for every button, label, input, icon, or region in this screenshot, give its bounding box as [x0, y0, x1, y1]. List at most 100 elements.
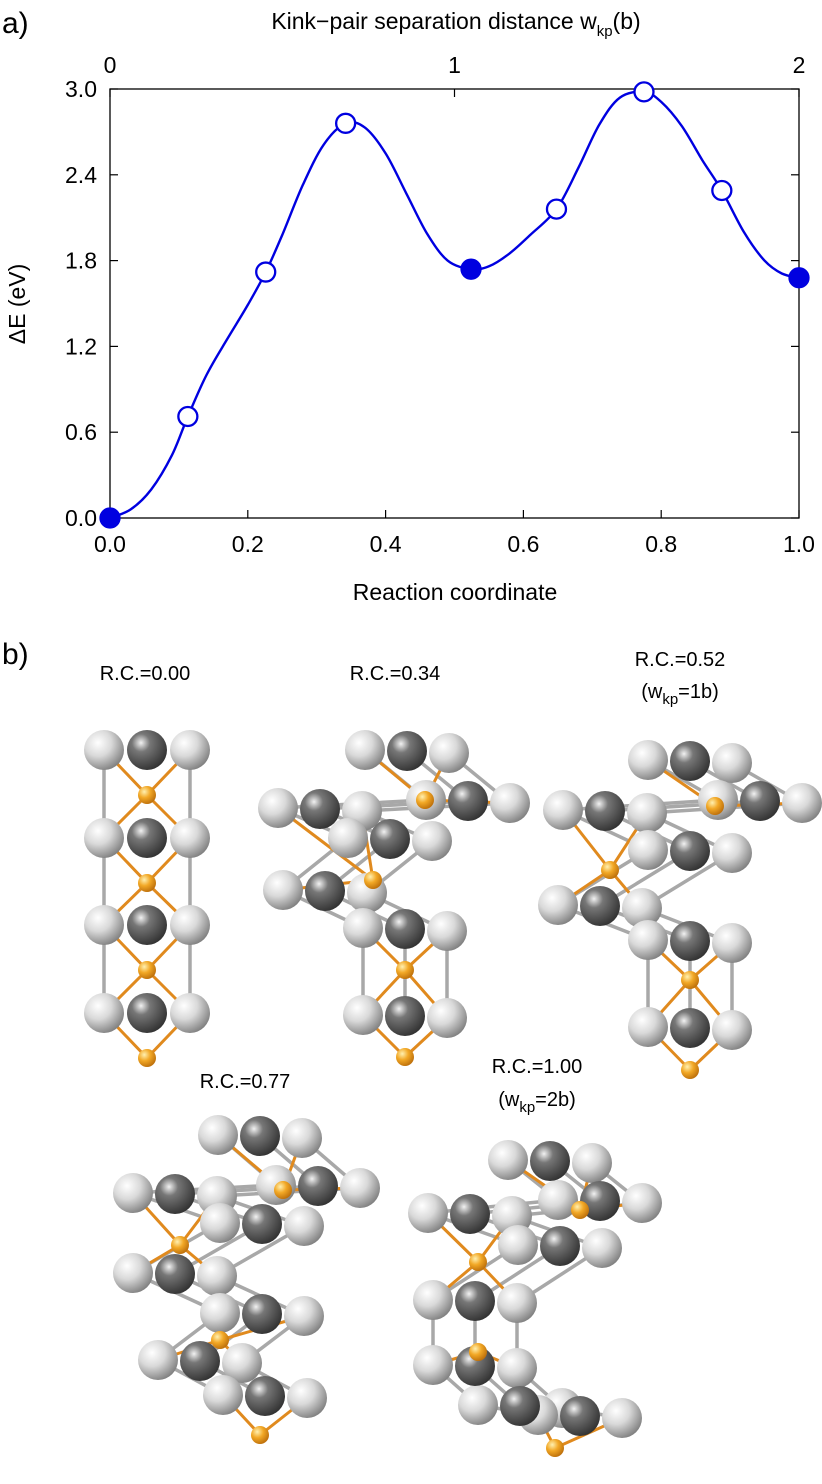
host-atom: [282, 1118, 322, 1158]
host-atom: [127, 905, 167, 945]
host-atom: [200, 1203, 240, 1243]
solute-atom: [681, 1061, 699, 1079]
solute-atom: [396, 1048, 414, 1066]
y-tick-label: 1.8: [65, 248, 97, 274]
x-tick-label: 0.6: [507, 531, 539, 557]
solute-atom: [364, 871, 382, 889]
caption-rc-052: R.C.=0.52: [635, 649, 726, 671]
host-atom: [408, 1193, 448, 1233]
host-atom: [180, 1341, 220, 1381]
panel-b: b) R.C.=0.00 R.C.=0.34 R.C.=0.52 (wkp=1b…: [2, 638, 822, 1457]
host-atom: [328, 818, 368, 858]
host-atom: [500, 1386, 540, 1426]
host-atom: [345, 730, 385, 770]
host-atom: [497, 1283, 537, 1323]
host-atom: [540, 1226, 580, 1266]
top-tick-label: 1: [448, 52, 461, 78]
y-tick-label: 1.2: [65, 333, 97, 359]
host-atom: [622, 1183, 662, 1223]
top-axis-title: Kink−pair separation distance wkp(b): [271, 8, 640, 40]
host-atom: [127, 730, 167, 770]
host-atom: [170, 905, 210, 945]
structure-rc-100: [408, 1140, 662, 1457]
data-point-open: [545, 198, 568, 220]
panel-b-letter: b): [2, 638, 29, 671]
solute-atom: [211, 1331, 229, 1349]
host-atom: [198, 1115, 238, 1155]
data-point-open: [334, 112, 357, 134]
host-atom: [385, 996, 425, 1036]
host-atom: [155, 1254, 195, 1294]
host-atom: [488, 1140, 528, 1180]
host-atom: [582, 1228, 622, 1268]
solute-atom: [138, 1049, 156, 1067]
data-point-open: [633, 81, 655, 103]
host-atom: [670, 741, 710, 781]
host-atom: [387, 731, 427, 771]
host-atom: [412, 821, 452, 861]
host-atom: [170, 730, 210, 770]
plot-frame: [109, 88, 800, 519]
host-atom: [127, 818, 167, 858]
host-atom: [670, 921, 710, 961]
host-atom: [263, 870, 303, 910]
solute-atom: [138, 874, 156, 892]
host-atom: [222, 1343, 262, 1383]
host-atom: [370, 819, 410, 859]
host-atom: [429, 733, 469, 773]
caption-rc-077: R.C.=0.77: [200, 1071, 291, 1093]
solute-atom: [546, 1439, 564, 1457]
host-atom: [455, 1281, 495, 1321]
x-tick-label: 0.0: [94, 531, 126, 557]
host-atom: [245, 1376, 285, 1416]
host-atom: [622, 888, 662, 928]
host-atom: [712, 1010, 752, 1050]
solute-atom: [469, 1253, 487, 1271]
data-point-open: [255, 261, 277, 283]
solute-atom: [251, 1426, 269, 1444]
top-tick-label: 0: [104, 52, 117, 78]
host-atom: [490, 783, 530, 823]
host-atom: [197, 1256, 237, 1296]
host-atom: [712, 743, 752, 783]
y-tick-label: 2.4: [65, 162, 97, 188]
host-atom: [200, 1293, 240, 1333]
host-atom: [538, 1180, 578, 1220]
caption-rc-000: R.C.=0.00: [100, 663, 191, 685]
host-atom: [343, 908, 383, 948]
host-atom: [580, 886, 620, 926]
host-atom: [84, 993, 124, 1033]
host-atom: [427, 911, 467, 951]
host-atom: [240, 1116, 280, 1156]
caption-rc-100-wkp: (wkp=2b): [498, 1089, 576, 1116]
host-atom: [458, 1385, 498, 1425]
solute-atom: [601, 861, 619, 879]
host-atom: [170, 993, 210, 1033]
top-tick-label: 2: [793, 52, 806, 78]
structure-rc-034: [258, 730, 530, 1066]
host-atom: [127, 993, 167, 1033]
host-atom: [782, 783, 822, 823]
energy-curve: [109, 90, 800, 520]
host-atom: [258, 788, 298, 828]
host-atom: [572, 1143, 612, 1183]
y-tick-label: 0.6: [65, 419, 97, 445]
host-atom: [530, 1141, 570, 1181]
host-atom: [242, 1204, 282, 1244]
solute-atom: [681, 971, 699, 989]
host-atom: [385, 909, 425, 949]
solute-atom: [469, 1343, 487, 1361]
host-atom: [298, 1166, 338, 1206]
host-atom: [155, 1174, 195, 1214]
y-tick-label: 3.0: [65, 76, 97, 102]
data-point-filled: [788, 267, 810, 289]
host-atom: [343, 995, 383, 1035]
host-atom: [413, 1280, 453, 1320]
host-atom: [170, 818, 210, 858]
host-atom: [203, 1375, 243, 1415]
solute-atom: [416, 791, 434, 809]
host-atom: [670, 831, 710, 871]
host-atom: [543, 790, 583, 830]
